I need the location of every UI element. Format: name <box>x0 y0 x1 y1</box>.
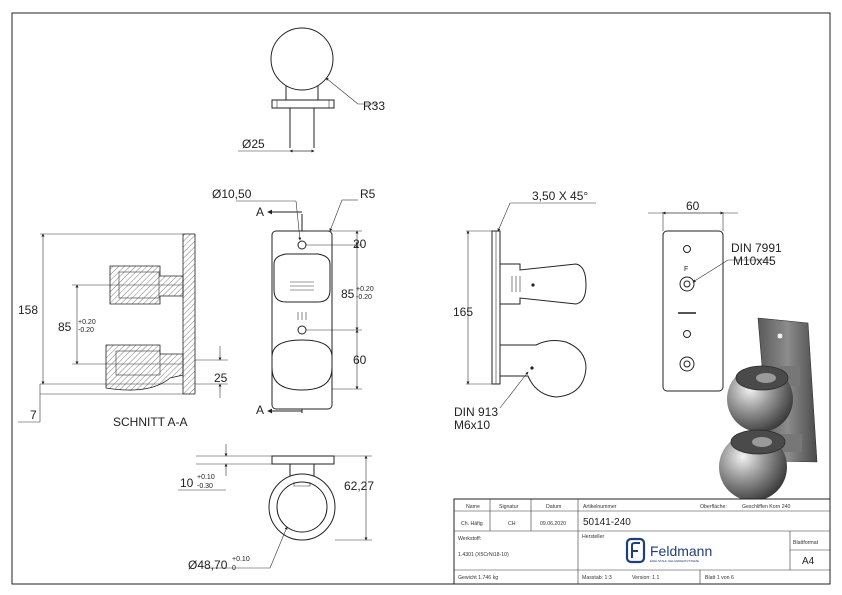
back-logo-mark: F <box>684 266 688 273</box>
back-view: F 60 DIN 7991 M10x45 <box>648 199 782 392</box>
tb-surface-label: Oberfläche: <box>700 504 727 510</box>
side-view: 165 3,50 X 45° DIN 913 M6x10 <box>453 189 596 432</box>
tb-article-label: Artikelnummer <box>583 504 617 510</box>
tb-date-label: Datum <box>546 504 561 510</box>
front-hole-label: Ø10,50 <box>212 187 252 201</box>
tb-surface: Geschliffen Korn 240 <box>742 504 790 510</box>
tb-material-label: Werkstoff: <box>458 536 481 542</box>
front-offset-label: 20 <box>353 237 367 251</box>
tb-brand-tagline: EDELSTAHL GELÄNDERSYSTEME <box>650 559 699 563</box>
tb-date: 09.06.2020 <box>540 521 566 527</box>
top-ball <box>270 27 334 91</box>
side-screw-size-label: M6x10 <box>454 418 490 432</box>
tb-signature: CH <box>508 521 516 527</box>
section-view: 158 85 +0.20 -0.20 7 25 SCHNITT A-A <box>18 233 228 429</box>
title-block: Name Signatur Datum Ch. Häfig CH 09.06.2… <box>453 498 831 585</box>
top-diameter-label: Ø25 <box>242 137 265 151</box>
section-overall-label: 158 <box>18 303 38 317</box>
section-tol-upper: +0.20 <box>78 319 96 326</box>
tb-manufacturer-label: Hersteller <box>582 534 604 540</box>
front-view: A A Ø10,50 R5 20 85 +0.20 -0.20 60 <box>212 187 376 417</box>
front-radius-label: R5 <box>360 187 376 201</box>
section-cup-label: 25 <box>214 371 228 385</box>
front-spacing-label: 85 <box>341 287 355 301</box>
bottom-bore-tol-upper: +0.10 <box>232 556 250 563</box>
tb-sheet: Blatt 1 von 6 <box>705 575 734 581</box>
top-radius-label: R33 <box>363 99 385 113</box>
tb-sheet-format-label: Blattformat <box>793 540 819 546</box>
drawing-frame <box>11 12 831 585</box>
tb-sheet-format: A4 <box>802 556 815 567</box>
tb-version: Version: 1.1 <box>632 575 660 581</box>
bottom-view: 10 +0.10 -0.30 62,27 Ø48,70 +0.10 0 <box>178 444 374 572</box>
section-flange-label: 7 <box>30 408 37 422</box>
tb-signature-label: Signatur <box>499 504 519 510</box>
section-title: SCHNITT A-A <box>113 415 187 429</box>
bottom-bore-label: Ø48,70 <box>188 558 228 572</box>
feldmann-logo: Feldmann EDELSTAHL GELÄNDERSYSTEME <box>625 537 712 564</box>
back-screw-std-label: DIN 7991 <box>731 241 782 255</box>
section-tol-lower: -0.20 <box>78 327 94 334</box>
bottom-depth-label: 62,27 <box>344 479 374 493</box>
tb-article-number: 50141-240 <box>583 517 631 528</box>
back-screw-size-label: M10x45 <box>733 254 776 268</box>
tb-material: 1.4301 (X5CrNi18-10) <box>458 552 509 558</box>
front-section-marker-top: A <box>256 205 264 219</box>
back-width-label: 60 <box>686 199 700 213</box>
product-render <box>719 317 818 501</box>
tb-weight: Gewicht 1.746 kg <box>458 575 498 581</box>
section-spacing-label: 85 <box>58 320 72 334</box>
tb-name-label: Name <box>466 504 480 510</box>
bottom-wall-tol-lower: -0.30 <box>197 483 213 490</box>
tb-brand: Feldmann <box>650 543 712 559</box>
side-screw-std-label: DIN 913 <box>454 405 498 419</box>
side-chamfer-label: 3,50 X 45° <box>532 189 588 203</box>
bottom-wall-tol-upper: +0.10 <box>197 474 215 481</box>
bottom-bore-tol-lower: 0 <box>232 565 236 572</box>
bottom-wall-label: 10 <box>180 476 194 490</box>
top-view: R33 Ø25 <box>238 27 385 153</box>
tb-name: Ch. Häfig <box>461 521 483 527</box>
front-tol-upper: +0.20 <box>356 286 374 293</box>
front-tol-lower: -0.20 <box>356 294 372 301</box>
front-bottom-label: 60 <box>353 353 367 367</box>
front-section-marker-bottom: A <box>256 403 264 417</box>
tb-scale: Masstab: 1:3 <box>582 575 612 581</box>
side-height-label: 165 <box>453 305 473 319</box>
